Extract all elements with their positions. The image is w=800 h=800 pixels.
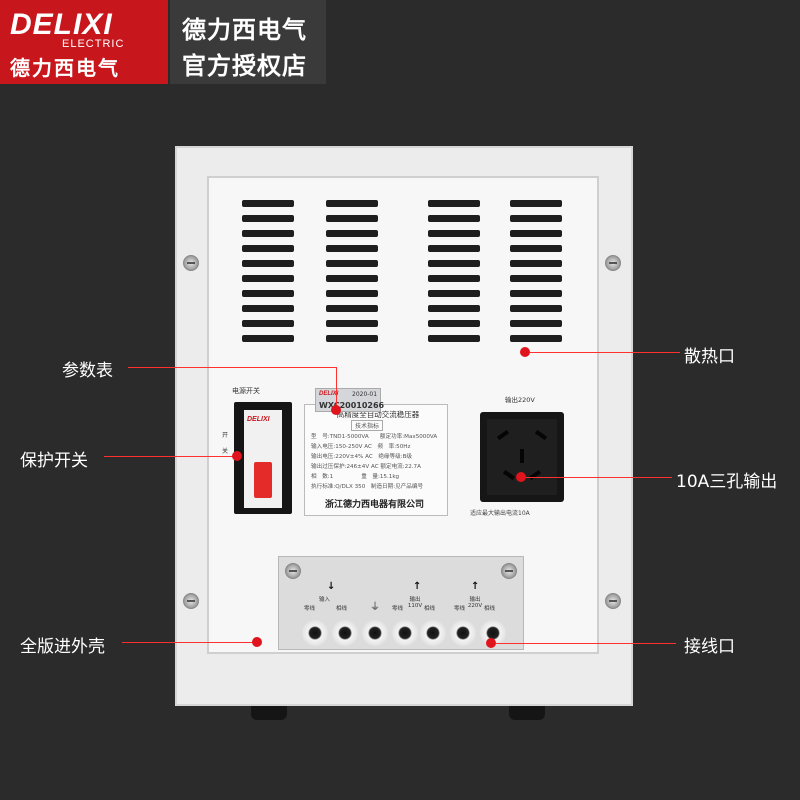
plate-row: 输入电压:150-250V AC 频 率:50Hz	[311, 444, 411, 450]
callout-socket-output: 10A三孔输出	[676, 472, 778, 492]
output-voltage-label: 输出220V	[505, 396, 535, 404]
callout-dot	[331, 405, 341, 415]
socket-hole	[534, 429, 548, 441]
brand-chinese-name: 德力西电气	[10, 56, 120, 80]
callout-dot	[252, 637, 262, 647]
store-badge: 德力西电气 官方授权店	[170, 0, 326, 84]
callout-line	[336, 367, 337, 410]
serial-date: 2020-01	[352, 391, 378, 398]
callout-line	[526, 477, 672, 478]
vent-grille-4	[510, 200, 562, 350]
callout-dot	[520, 347, 530, 357]
callout-line	[496, 643, 676, 644]
output-220-arrow-icon: ↑	[471, 581, 480, 592]
breaker-label: 电源开关	[232, 387, 260, 395]
plate-company: 浙江德力西电器有限公司	[325, 500, 425, 510]
wiring-terminal[interactable]	[362, 620, 388, 646]
screw-icon	[183, 593, 199, 609]
foot-right	[509, 706, 545, 720]
vent-grille-2	[326, 200, 378, 350]
screw-icon	[605, 255, 621, 271]
wiring-terminal[interactable]	[332, 620, 358, 646]
output-110-arrow-icon: ↑	[413, 581, 422, 592]
brand-logo: DELIXI ELECTRIC 德力西电气	[0, 0, 168, 84]
serial-brand: DELIXI	[319, 391, 339, 397]
callout-line	[122, 642, 256, 643]
callout-protection-switch: 保护开关	[20, 451, 88, 471]
terminal-group-input: 输入	[319, 597, 331, 603]
plate-row: 执行标准:Q/DLX 350 制造日期:见产品编号	[311, 484, 424, 490]
plate-row: 相 数:1 重 量:15.1kg	[311, 474, 400, 480]
wiring-terminal[interactable]	[420, 620, 446, 646]
wiring-terminal[interactable]	[302, 620, 328, 646]
socket-hole	[528, 469, 542, 481]
brand-name: DELIXI	[10, 8, 113, 41]
screw-icon	[501, 563, 517, 579]
serial-tag: DELIXI 2020-01 WXC20010266	[315, 388, 385, 412]
callout-dot	[486, 638, 496, 648]
callout-dot	[232, 451, 242, 461]
ground-icon: ⏚	[370, 602, 380, 613]
store-authorization: 官方授权店	[182, 52, 307, 80]
terminal-label: 零线	[304, 606, 316, 612]
terminal-label: 相线	[484, 606, 496, 612]
store-name: 德力西电气	[182, 16, 307, 44]
input-arrow-icon: ↓	[327, 581, 336, 592]
terminal-label: 零线	[392, 606, 404, 612]
screw-icon	[605, 593, 621, 609]
socket-face	[487, 419, 557, 495]
rating-plate: 高精度全自动交流稳压器 技术指标 型 号:TND1-5000VA 额定功率:Ma…	[304, 404, 448, 516]
callout-line	[104, 456, 234, 457]
terminal-group-output-110: 输出 110V	[407, 597, 423, 609]
terminal-label: 相线	[336, 606, 348, 612]
callout-dot	[516, 472, 526, 482]
breaker-toggle[interactable]	[254, 462, 272, 498]
breaker-on-off-marks: 开 关	[222, 432, 229, 455]
vent-grille-3	[428, 200, 480, 350]
vent-grille-1	[242, 200, 294, 350]
protection-breaker[interactable]: DELIXI	[234, 402, 292, 514]
serial-number: WXC20010266	[319, 401, 385, 410]
breaker-brand: DELIXI	[247, 416, 270, 423]
plate-row: 输出电压:220V±4% AC 绝缘等级:B级	[311, 454, 413, 460]
terminal-group-output-220: 输出 220V	[467, 597, 483, 609]
plate-subtitle: 技术指标	[351, 420, 384, 431]
plate-title: 高精度全自动交流稳压器	[336, 410, 420, 419]
callout-full-shell: 全版进外壳	[20, 637, 105, 657]
socket-hole	[502, 469, 516, 481]
terminal-label: 零线	[454, 606, 466, 612]
device-feet	[245, 706, 565, 720]
wiring-terminal[interactable]	[392, 620, 418, 646]
callout-param-table: 参数表	[62, 361, 113, 381]
terminal-label: 相线	[424, 606, 436, 612]
breaker-body: DELIXI	[244, 410, 282, 508]
callout-line	[530, 352, 680, 353]
plate-row: 型 号:TND1-5000VA 额定功率:Max5000VA	[311, 434, 438, 440]
output-current-note: 适应最大输出电流10A	[470, 510, 530, 517]
socket-hole	[520, 449, 524, 463]
plate-row: 输出过压保护:246±4V AC 额定电流:22.7A	[311, 464, 421, 470]
brand-subtitle: ELECTRIC	[62, 38, 125, 50]
callout-heat-vent: 散热口	[684, 347, 735, 367]
callout-wiring-port: 接线口	[684, 637, 735, 657]
socket-hole	[496, 429, 510, 441]
callout-line	[128, 367, 336, 368]
wiring-terminal[interactable]	[450, 620, 476, 646]
foot-left	[251, 706, 287, 720]
output-socket[interactable]	[480, 412, 564, 502]
screw-icon	[285, 563, 301, 579]
screw-icon	[183, 255, 199, 271]
